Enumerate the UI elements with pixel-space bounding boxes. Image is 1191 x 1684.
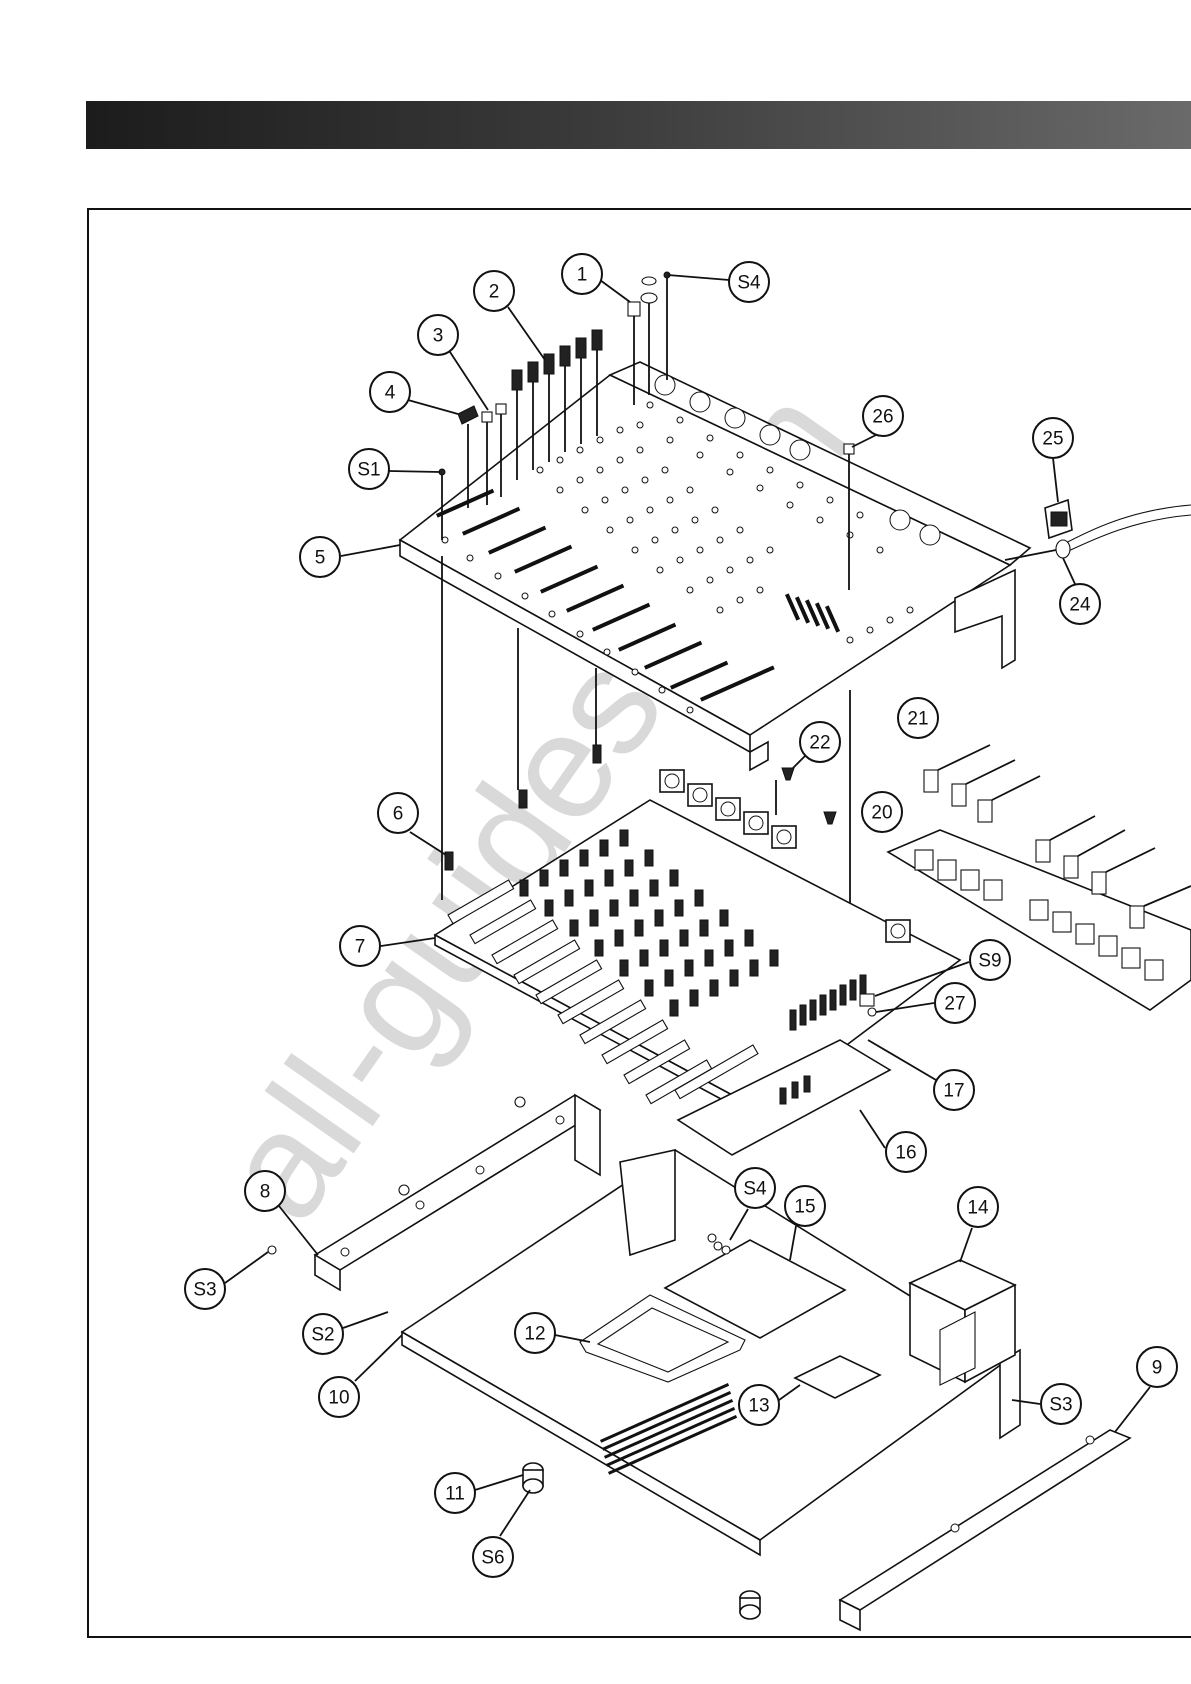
callout-s2: S2 (303, 1314, 343, 1354)
callout-16: 16 (886, 1132, 926, 1172)
callout-text: 13 (748, 1396, 769, 1417)
power-inlet-25 (1045, 500, 1072, 538)
callout-text: S4 (737, 273, 761, 294)
callout-s1: S1 (349, 449, 389, 489)
callout-text: 1 (577, 265, 588, 286)
callout-9: 9 (1137, 1347, 1177, 1387)
callout-13: 13 (739, 1385, 779, 1425)
callout-25: 25 (1033, 418, 1073, 458)
callout-24: 24 (1060, 584, 1100, 624)
callout-s6: S6 (473, 1537, 513, 1577)
callout-10: 10 (319, 1377, 359, 1417)
callout-2: 2 (474, 271, 514, 311)
callout-8: 8 (245, 1171, 285, 1211)
callout-text: 6 (393, 804, 404, 825)
callout-text: 12 (524, 1324, 545, 1345)
callout-text: 3 (433, 326, 444, 347)
callout-text: S2 (311, 1325, 334, 1346)
callout-text: S3 (193, 1280, 216, 1301)
callout-text: 4 (385, 383, 396, 404)
callout-text: S6 (481, 1548, 504, 1569)
callout-text: 24 (1069, 595, 1091, 616)
power-cord-24 (1005, 505, 1191, 560)
callout-12: 12 (515, 1313, 555, 1353)
callout-4: 4 (370, 372, 410, 412)
callout-27: 27 (935, 983, 975, 1023)
callout-text: 8 (260, 1182, 271, 1203)
callout-text: 20 (871, 803, 892, 824)
callout-text: 25 (1042, 429, 1063, 450)
callout-17: 17 (934, 1070, 974, 1110)
side-rail-9 (840, 1430, 1130, 1630)
callout-14: 14 (958, 1187, 998, 1227)
callout-3: 3 (418, 315, 458, 355)
callout-5: 5 (300, 537, 340, 577)
callout-text: 15 (794, 1197, 815, 1218)
callout-11: 11 (435, 1473, 475, 1513)
callout-s3: S3 (1041, 1384, 1081, 1424)
callout-s4: S4 (735, 1168, 775, 1208)
callout-text: 17 (943, 1081, 964, 1102)
callout-26: 26 (863, 396, 903, 436)
callout-7: 7 (340, 926, 380, 966)
callout-22: 22 (800, 722, 840, 762)
callout-text: 27 (944, 994, 965, 1015)
callout-s3: S3 (185, 1269, 225, 1309)
callout-21: 21 (898, 698, 938, 738)
callout-text: S4 (743, 1179, 767, 1200)
callout-1: 1 (562, 254, 602, 294)
callout-text: 21 (907, 709, 928, 730)
callout-s9: S9 (970, 940, 1010, 980)
callout-text: 2 (489, 282, 500, 303)
callout-text: S9 (978, 951, 1001, 972)
callout-15: 15 (785, 1186, 825, 1226)
callout-text: 11 (445, 1484, 465, 1505)
callout-text: S3 (1049, 1395, 1072, 1416)
callout-text: 14 (967, 1198, 989, 1219)
callout-s4: S4 (729, 262, 769, 302)
callout-text: S1 (357, 460, 380, 481)
callout-6: 6 (378, 793, 418, 833)
callout-text: 26 (872, 407, 893, 428)
callout-text: 22 (809, 733, 830, 754)
callout-text: 9 (1152, 1358, 1163, 1379)
callout-text: 10 (328, 1388, 349, 1409)
callout-text: 5 (315, 548, 326, 569)
callout-20: 20 (862, 792, 902, 832)
callout-text: 7 (355, 937, 366, 958)
callout-text: 16 (895, 1143, 916, 1164)
